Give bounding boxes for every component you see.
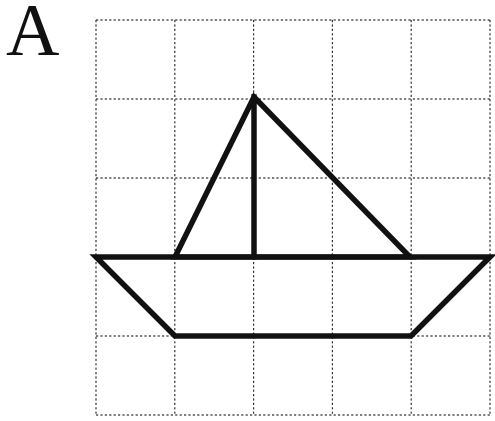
hull-trapezoid xyxy=(96,257,490,336)
sail-triangle xyxy=(175,97,410,257)
dotted-grid xyxy=(96,20,490,415)
sailboat xyxy=(96,97,490,336)
